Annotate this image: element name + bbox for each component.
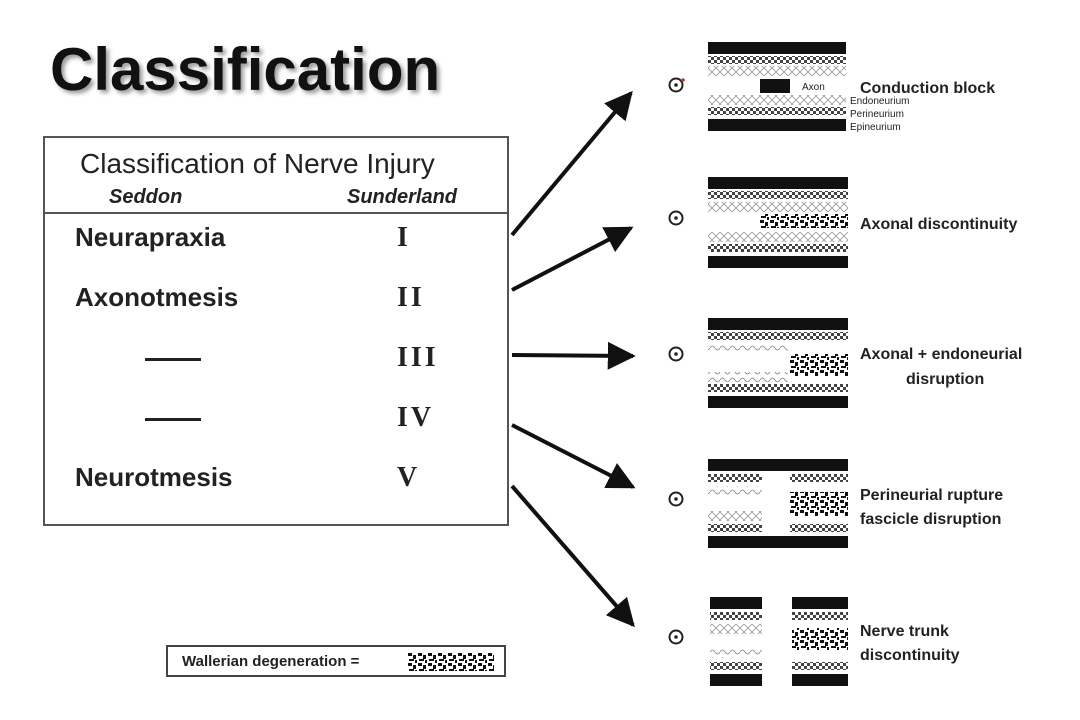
axon-label: Axon — [802, 82, 825, 93]
table-row: Axonotmesis II — [45, 282, 507, 322]
table-row: III — [45, 342, 507, 382]
table-caption: Classification of Nerve Injury — [80, 148, 435, 179]
arrow-to-conduction-block — [510, 90, 633, 237]
seddon-class: Neurapraxia — [75, 222, 226, 252]
seddon-class: Neurotmesis — [75, 462, 233, 492]
panel-conduction-block: Axon Conduction block Endoneurium Perine… — [668, 42, 995, 133]
conduction-block-label: Conduction block — [860, 80, 995, 97]
panel-nerve-trunk-discontinuity: Nerve trunk discontinuity — [668, 597, 960, 686]
column-header-seddon: Seddon — [109, 186, 183, 208]
endoneurium-label: Endoneurium — [850, 96, 909, 107]
seddon-dash — [145, 358, 201, 361]
legend-label: Wallerian degeneration = — [182, 653, 360, 670]
arrow-to-axonal-endoneurial-disruption — [511, 341, 636, 370]
panel-perineurial-rupture: Perineurial rupture fascicle disruption — [668, 459, 1003, 548]
epineurium-label: Epineurium — [850, 122, 901, 133]
table-row: Neurapraxia I — [45, 222, 507, 262]
header-divider — [45, 212, 507, 214]
arrow-to-nerve-trunk-discontinuity — [510, 484, 635, 628]
table-row: IV — [45, 402, 507, 442]
axonal-discontinuity-label: Axonal discontinuity — [860, 216, 1017, 233]
nerve-trunk-label-line1: Nerve trunk — [860, 623, 949, 640]
legend-box: Wallerian degeneration = — [166, 645, 506, 677]
sunderland-grade: I — [397, 222, 411, 253]
perineurium-label: Perineurium — [850, 109, 904, 120]
table-row: Neurotmesis V — [45, 462, 507, 502]
sunderland-grade: III — [397, 342, 439, 373]
arrow-to-perineurial-rupture — [511, 423, 636, 489]
panel-axonal-discontinuity: Axonal discontinuity — [668, 177, 1017, 268]
panel-axonal-endoneurial-disruption: Axonal + endoneurial disruption — [668, 318, 1022, 408]
perineurial-rupture-label-line2: fascicle disruption — [860, 511, 1001, 528]
sunderland-grade: IV — [397, 402, 435, 433]
slide-title: Classification — [50, 36, 441, 103]
marker-dot — [681, 78, 685, 82]
column-header-sunderland: Sunderland — [347, 186, 458, 208]
wallerian-degeneration-swatch — [408, 653, 494, 671]
seddon-class: Axonotmesis — [75, 282, 239, 312]
axonal-endoneurial-label-line2: disruption — [906, 371, 984, 388]
axon-block — [760, 79, 790, 93]
sunderland-grade: II — [397, 282, 425, 313]
nerve-trunk-label-line2: discontinuity — [860, 647, 960, 664]
perineurial-rupture-label-line1: Perineurial rupture — [860, 487, 1003, 504]
arrow-to-axonal-discontinuity — [511, 226, 634, 292]
axonal-endoneurial-label-line1: Axonal + endoneurial — [860, 346, 1022, 363]
seddon-dash — [145, 418, 201, 421]
classification-table: Classification of Nerve Injury Seddon Su… — [43, 136, 509, 526]
sunderland-grade: V — [397, 462, 421, 493]
